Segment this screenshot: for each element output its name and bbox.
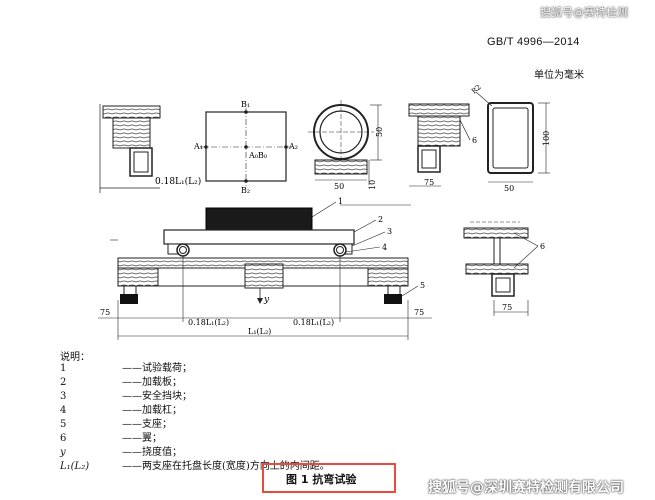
svg-text:6: 6 [540, 242, 545, 251]
svg-text:75: 75 [424, 178, 434, 187]
svg-text:5: 5 [420, 281, 425, 290]
watermark-bottom: 搜狐号@深圳赛特检测有限公司 [428, 480, 624, 496]
svg-text:0.18L₁(L₂): 0.18L₁(L₂) [293, 318, 334, 327]
svg-text:A₁: A₁ [193, 142, 203, 151]
bending-test-front: y 1 2 3 4 5 75 75 0.18L₁(L₂) 0.18L₁(L₂) … [98, 197, 432, 340]
svg-text:A₀B₀: A₀B₀ [248, 151, 267, 160]
svg-text:A₂: A₂ [288, 142, 298, 151]
svg-text:50: 50 [504, 184, 514, 193]
svg-text:100: 100 [542, 131, 551, 146]
round-bar-section: 50 50 10 [308, 100, 384, 191]
legend-item: 5——支座； [60, 419, 172, 430]
standard-code: GB/T 4996—2014 [487, 36, 580, 48]
legend-item: 4——加载杠； [60, 405, 182, 416]
svg-text:B₁: B₁ [241, 100, 250, 109]
caption-highlight-box [262, 463, 396, 493]
svg-text:3: 3 [387, 227, 392, 236]
svg-text:B₂: B₂ [241, 186, 250, 195]
svg-text:R2: R2 [470, 83, 483, 95]
svg-text:1: 1 [338, 197, 343, 206]
svg-text:50: 50 [375, 127, 384, 137]
load-plate-plan: B₁ B₂ A₁ A₂ A₀B₀ [193, 100, 298, 195]
legend-item: y——挠度值； [60, 447, 182, 458]
watermark-top: 搜狐号@赛特检测 [540, 6, 628, 19]
side-view-wing: 6 75 [463, 221, 545, 316]
svg-text:75: 75 [502, 303, 512, 312]
dim-ratio-top: 0.18L₁(L₂) [155, 176, 201, 187]
legend-list: 1——试验载荷； 2——加载板； 3——安全挡块； 4——加载杠； 5——支座；… [60, 362, 330, 474]
legend-item: 6——翼； [60, 433, 162, 444]
corner-section-right: 6 75 [408, 103, 477, 187]
svg-text:L₁(L₂): L₁(L₂) [248, 327, 271, 336]
svg-text:4: 4 [382, 243, 387, 252]
svg-text:y: y [263, 295, 270, 305]
legend-item: 3——安全挡块； [60, 391, 192, 402]
legend-title: 说明： [60, 352, 90, 363]
legend-item: 1——试验载荷； [60, 363, 192, 374]
svg-text:75: 75 [414, 308, 424, 317]
unit-note: 单位为毫米 [534, 70, 584, 81]
svg-text:50: 50 [334, 182, 344, 191]
svg-text:0.18L₁(L₂): 0.18L₁(L₂) [188, 318, 229, 327]
svg-text:6: 6 [472, 136, 477, 145]
figure-caption: 图 1 抗弯试验 [286, 473, 357, 486]
legend-item: L₁(L₂)——两支座在托盘长度(宽度)方向上的内间距。 [60, 461, 330, 472]
legend-item: 2——加载板； [60, 377, 182, 388]
svg-text:10: 10 [368, 180, 377, 190]
corner-section-left: 0.18L₁(L₂) [99, 104, 201, 193]
svg-text:75: 75 [100, 308, 110, 317]
rect-tube-section: R2 100 50 [470, 83, 551, 193]
svg-text:2: 2 [378, 215, 383, 224]
